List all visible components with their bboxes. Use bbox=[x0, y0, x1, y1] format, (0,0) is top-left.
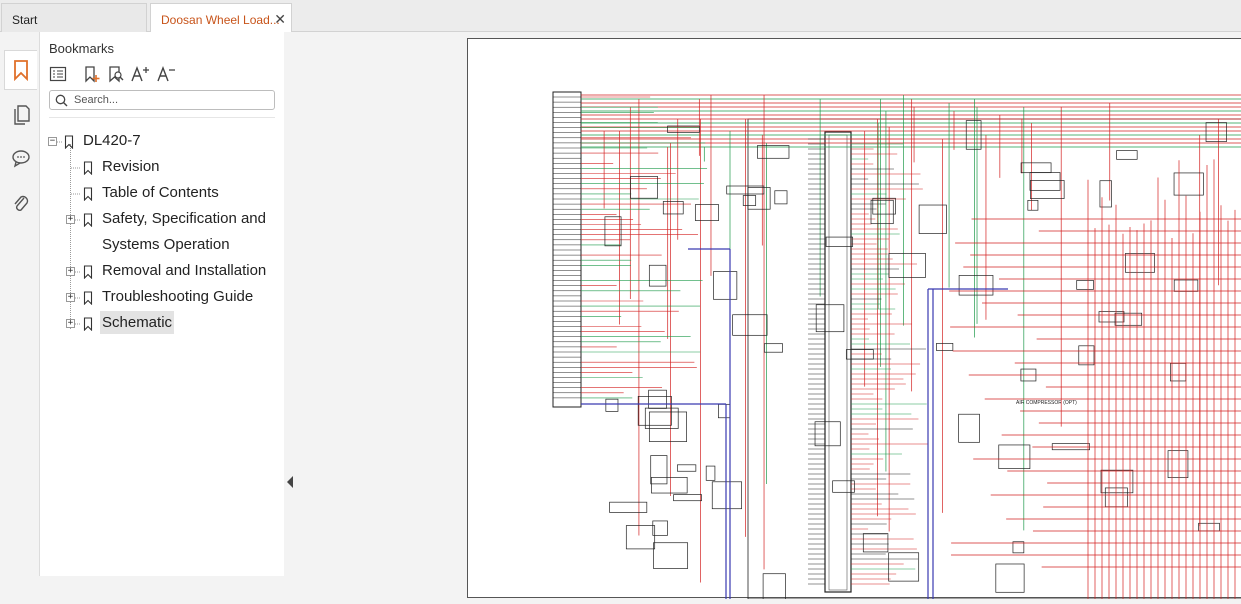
tab-start[interactable]: Start bbox=[1, 3, 147, 32]
add-bookmark-icon bbox=[85, 66, 100, 83]
tab-bar: Start Doosan Wheel Load... ✕ bbox=[0, 0, 1241, 33]
bookmark-item-table-of-contents[interactable]: Table of Contents bbox=[80, 182, 260, 204]
collapse-panel-icon[interactable] bbox=[287, 476, 293, 488]
bookmark-label: Removal and Installation bbox=[102, 262, 267, 279]
panel-title: Bookmarks bbox=[49, 41, 115, 56]
bookmark-icon bbox=[83, 291, 93, 305]
bookmark-item-revision[interactable]: Revision bbox=[80, 156, 260, 178]
bookmark-label: Schematic bbox=[100, 311, 175, 334]
attachment-icon bbox=[13, 195, 28, 211]
side-rail bbox=[0, 32, 40, 576]
decrease-font-icon bbox=[157, 66, 175, 82]
divider bbox=[49, 117, 275, 118]
increase-font-icon bbox=[131, 66, 149, 82]
comment-icon bbox=[11, 150, 30, 168]
bookmark-label: Table of Contents bbox=[102, 184, 219, 201]
panel-splitter[interactable] bbox=[284, 32, 297, 576]
comments-panel-button[interactable] bbox=[4, 138, 37, 178]
increase-font-button[interactable] bbox=[130, 64, 150, 84]
expand-all-button[interactable] bbox=[48, 64, 68, 84]
close-icon[interactable]: ✕ bbox=[274, 11, 286, 27]
wiring-schematic: AIR COMPRESSOR (OPT) bbox=[552, 91, 1241, 604]
bookmark-panel-button[interactable] bbox=[4, 50, 37, 90]
expand-toggle[interactable]: + bbox=[66, 214, 75, 224]
bookmark-root[interactable]: − DL420-7 bbox=[48, 130, 248, 152]
bookmark-item-removal-installation[interactable]: + Removal and Installation bbox=[66, 260, 276, 282]
bookmark-item-schematic[interactable]: + Schematic bbox=[66, 311, 226, 334]
bookmark-search bbox=[49, 90, 275, 110]
pages-panel-button[interactable] bbox=[4, 94, 37, 134]
bookmark-label: DL420-7 bbox=[83, 132, 141, 149]
bookmark-label: Revision bbox=[102, 158, 160, 175]
bookmark-icon bbox=[83, 187, 93, 201]
attachments-panel-button[interactable] bbox=[4, 184, 37, 224]
expand-toggle[interactable]: + bbox=[66, 266, 75, 276]
expand-toggle[interactable]: + bbox=[66, 292, 75, 302]
search-input[interactable] bbox=[74, 93, 270, 107]
tab-label: Doosan Wheel Load... bbox=[161, 13, 280, 27]
bookmarks-panel: Bookmarks bbox=[40, 32, 284, 576]
bookmark-icon bbox=[83, 265, 93, 279]
bookmark-icon bbox=[14, 60, 28, 81]
decrease-font-button[interactable] bbox=[156, 64, 176, 84]
collapse-toggle[interactable]: − bbox=[48, 136, 57, 146]
tab-document[interactable]: Doosan Wheel Load... ✕ bbox=[150, 3, 292, 33]
bookmark-label: Safety, Specification and bbox=[102, 210, 266, 227]
find-bookmark-button[interactable] bbox=[106, 64, 126, 84]
bookmark-item-safety-specification[interactable]: + Safety, Specification and Systems Oper… bbox=[66, 208, 276, 256]
bookmark-icon bbox=[64, 135, 74, 149]
bookmark-icon bbox=[83, 213, 93, 227]
expand-toggle[interactable]: + bbox=[66, 318, 75, 328]
schematic-page: AIR COMPRESSOR (OPT) bbox=[467, 38, 1241, 604]
document-view[interactable]: AIR COMPRESSOR (OPT) bbox=[297, 32, 1241, 604]
add-bookmark-button[interactable] bbox=[82, 64, 102, 84]
expand-all-icon bbox=[49, 66, 67, 82]
pages-icon bbox=[13, 105, 30, 125]
find-bookmark-icon bbox=[109, 66, 124, 83]
bookmark-item-troubleshooting[interactable]: + Troubleshooting Guide bbox=[66, 286, 276, 308]
bookmark-icon bbox=[83, 317, 93, 331]
search-icon bbox=[55, 94, 68, 107]
bookmark-icon bbox=[83, 161, 93, 175]
tab-label: Start bbox=[12, 13, 38, 27]
bookmark-label-line2: Systems Operation bbox=[102, 236, 230, 253]
bookmark-label: Troubleshooting Guide bbox=[102, 288, 254, 305]
air-compressor-label: AIR COMPRESSOR (OPT) bbox=[1016, 400, 1077, 406]
